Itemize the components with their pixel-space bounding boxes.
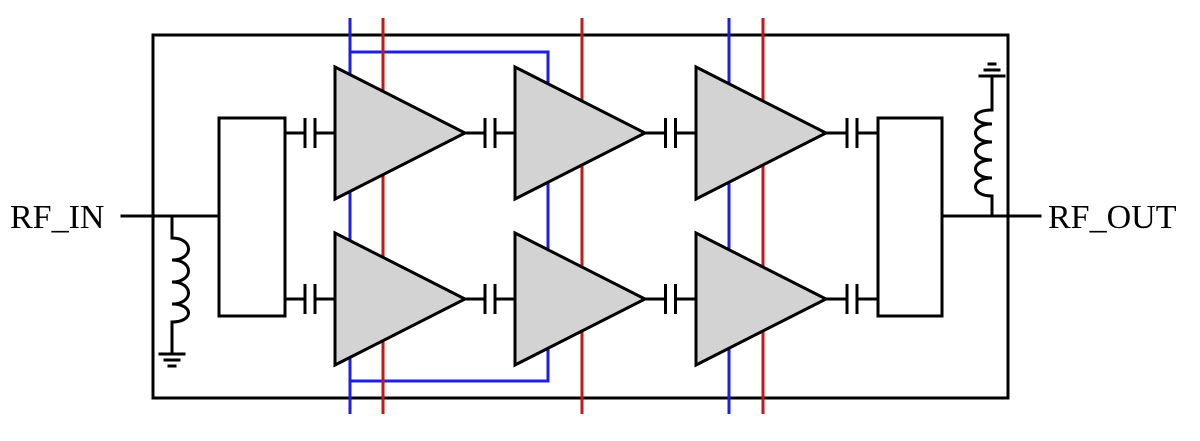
rf-input-wiring — [120, 214, 221, 368]
inductor-icon — [974, 108, 993, 198]
capacitor-icon — [645, 284, 696, 314]
output-combiner-block — [876, 116, 944, 318]
rf-output-wiring — [940, 62, 1042, 218]
capacitor-icon — [826, 284, 878, 314]
amplifier-triangle-icon — [333, 64, 469, 202]
red-bias-network — [381, 18, 765, 414]
ground-icon — [158, 352, 186, 368]
ground-icon — [978, 62, 1006, 78]
inductor-icon — [171, 236, 190, 324]
capacitor-icon — [285, 284, 335, 314]
rf-in-label: RF_IN — [10, 199, 104, 236]
amplifier-triangle-icon — [694, 230, 830, 368]
input-splitter-block — [217, 116, 287, 318]
amplifier-triangle-icon — [694, 64, 830, 202]
capacitor-icon — [465, 118, 515, 148]
capacitor-icon — [465, 284, 515, 314]
amplifier-triangle-icon — [333, 230, 469, 368]
rf-out-label: RF_OUT — [1048, 199, 1177, 236]
capacitor-icon — [645, 118, 696, 148]
blue-bias-network — [348, 18, 731, 414]
amplifier-chains — [285, 64, 878, 368]
capacitor-icon — [285, 118, 335, 148]
capacitor-icon — [826, 118, 878, 148]
blue-bias-loop — [350, 50, 550, 383]
amplifier-triangle-icon — [513, 230, 649, 368]
amplifier-triangle-icon — [513, 64, 649, 202]
